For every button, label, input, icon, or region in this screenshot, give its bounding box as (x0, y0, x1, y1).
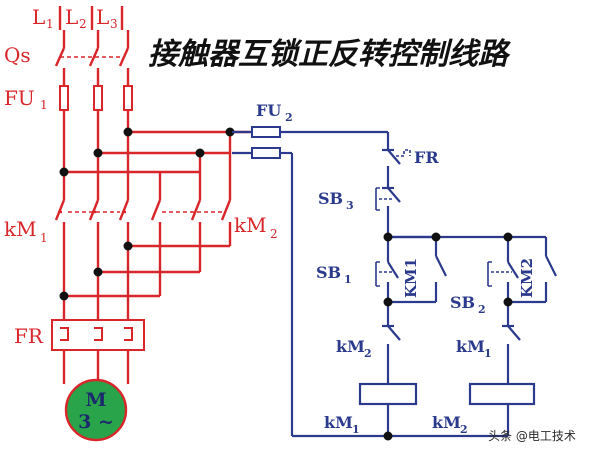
label-l1-sub: 1 (46, 17, 54, 31)
junction-node (383, 431, 393, 441)
coil-km1 (358, 382, 418, 406)
junction-node (383, 232, 393, 242)
km2-contact (220, 199, 232, 221)
motor: M 3 ~ (64, 378, 128, 442)
label-fu2-sub: 2 (285, 111, 293, 124)
fr-thermal-relay-box (51, 319, 145, 351)
label-fr-ctrl: FR (414, 148, 439, 167)
label-fu1: FU (4, 86, 35, 110)
sb3-button (375, 187, 380, 211)
label-km2-interlock: kM (336, 337, 365, 356)
label-sb2-sub: 2 (478, 303, 486, 316)
control-nodes (383, 232, 513, 441)
label-l3-sub: 3 (110, 17, 118, 31)
km1-contact (54, 199, 66, 221)
label-km2-hold: KM2 (518, 258, 536, 298)
label-fu2: FU (256, 101, 281, 120)
label-fr-main: FR (14, 324, 44, 348)
control-labels: FU 2 FR SB 3 SB 1 KM1 SB 2 KM2 kM 2 kM 1… (256, 101, 536, 436)
label-sb3-sub: 3 (346, 199, 354, 212)
label-l3: L (96, 5, 109, 29)
fr-heater (60, 327, 69, 341)
motor-label: M (85, 389, 106, 411)
sb3-blade (387, 187, 401, 203)
label-sb2: SB (450, 293, 475, 312)
km1-contact (118, 199, 130, 221)
km1-contact (88, 199, 100, 221)
fu2-fuse-top (251, 126, 281, 138)
junction-node (225, 127, 235, 137)
junction-node (503, 297, 513, 307)
power-labels: L 1 L 2 L 3 Qs FU 1 kM 1 kM 2 FR (4, 5, 278, 348)
control-circuit (232, 126, 557, 438)
junction-node (93, 148, 103, 158)
power-nodes (59, 127, 235, 301)
label-qs: Qs (4, 43, 31, 67)
junction-node (59, 167, 69, 177)
sb1-button (375, 261, 380, 287)
km2-contact (190, 199, 202, 221)
label-km1-interlock-sub: 1 (484, 347, 492, 360)
sb1-blade (387, 261, 399, 279)
junction-node (503, 232, 513, 242)
label-l2-sub: 2 (79, 17, 87, 31)
junction-node (195, 148, 205, 158)
fu2-fuse-bottom (251, 147, 281, 159)
fr-contact-blade (387, 149, 401, 165)
motor-circle (64, 378, 128, 442)
sb2-button (487, 261, 492, 287)
label-fu1-sub: 1 (40, 98, 48, 112)
label-coil-km2-sub: 2 (460, 423, 468, 436)
km1-hold-blade (435, 255, 447, 277)
km2-hold-blade (545, 255, 557, 277)
coil-km2 (468, 382, 536, 406)
motor-phase-label: 3 ~ (78, 411, 114, 433)
label-coil-km1: kM (324, 413, 353, 432)
label-km1-sub: 1 (40, 231, 48, 245)
label-km1-hold: KM1 (402, 258, 420, 298)
fu1-fuse-l2 (93, 85, 103, 111)
qs-blade (88, 47, 100, 67)
fr-heater (124, 327, 133, 341)
label-coil-km2: kM (432, 413, 461, 432)
label-sb1: SB (316, 263, 341, 282)
junction-node (431, 232, 441, 242)
label-sb3: SB (318, 189, 343, 208)
km2-interlock-blade (387, 325, 401, 341)
watermark: 头条 @电工技术 (488, 429, 576, 443)
fr-heater (94, 327, 103, 341)
label-sb1-sub: 1 (344, 273, 352, 286)
label-km1: kM (4, 217, 37, 241)
fu1-fuse-l3 (123, 85, 133, 111)
km1-interlock-blade (507, 325, 521, 341)
fr-contact-actuator (396, 149, 411, 157)
junction-node (59, 291, 69, 301)
junction-node (383, 297, 393, 307)
label-l1: L (32, 5, 45, 29)
label-km2-interlock-sub: 2 (364, 347, 372, 360)
fu1-fuse-l1 (59, 85, 69, 111)
sb2-blade (507, 261, 519, 279)
diagram-title: 接触器互锁正反转控制线路 (148, 37, 511, 72)
km2-contact (150, 199, 162, 221)
junction-node (123, 241, 133, 251)
label-l2: L (65, 5, 78, 29)
label-km2-sub: 2 (270, 227, 278, 241)
label-coil-km1-sub: 1 (352, 423, 360, 436)
label-km1-interlock: kM (456, 337, 485, 356)
junction-node (93, 267, 103, 277)
label-km2: kM (234, 213, 267, 237)
junction-node (123, 127, 133, 137)
